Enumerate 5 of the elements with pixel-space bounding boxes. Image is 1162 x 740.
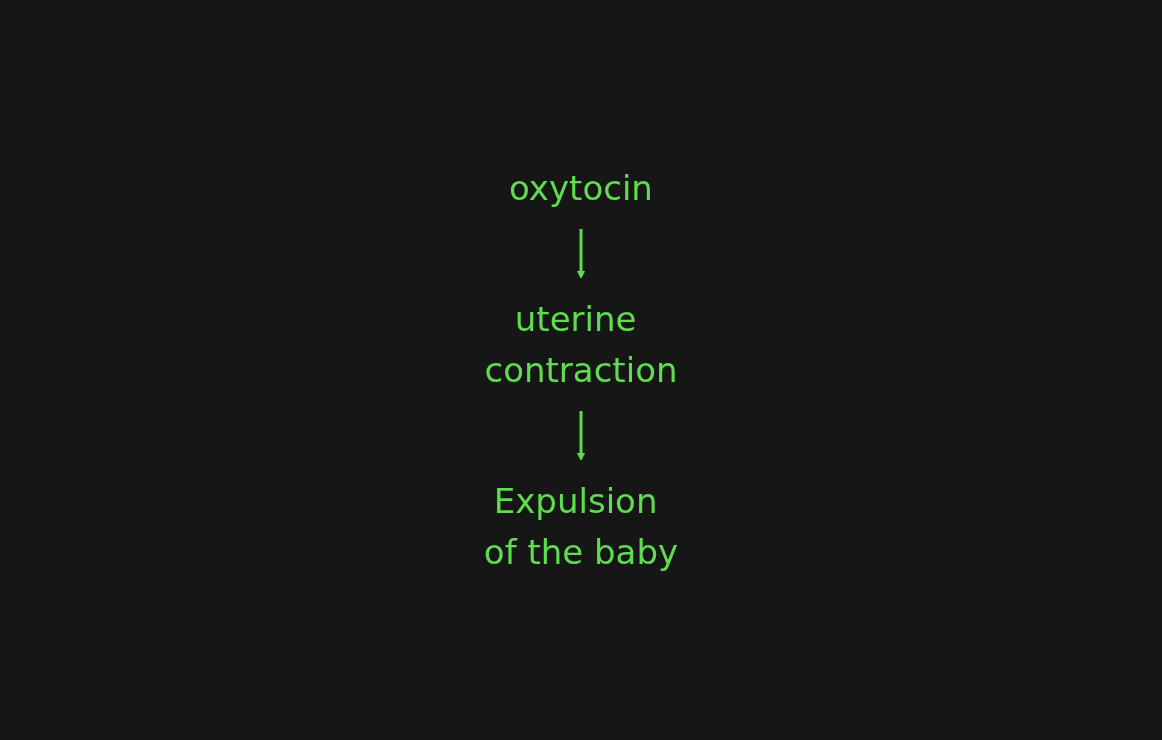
node-text: oxytocin: [509, 167, 653, 208]
arrow: [576, 228, 586, 279]
node-text: Expulsion of the baby: [483, 480, 679, 572]
node-text: uterine contraction: [484, 298, 678, 390]
arrow: [576, 410, 586, 461]
